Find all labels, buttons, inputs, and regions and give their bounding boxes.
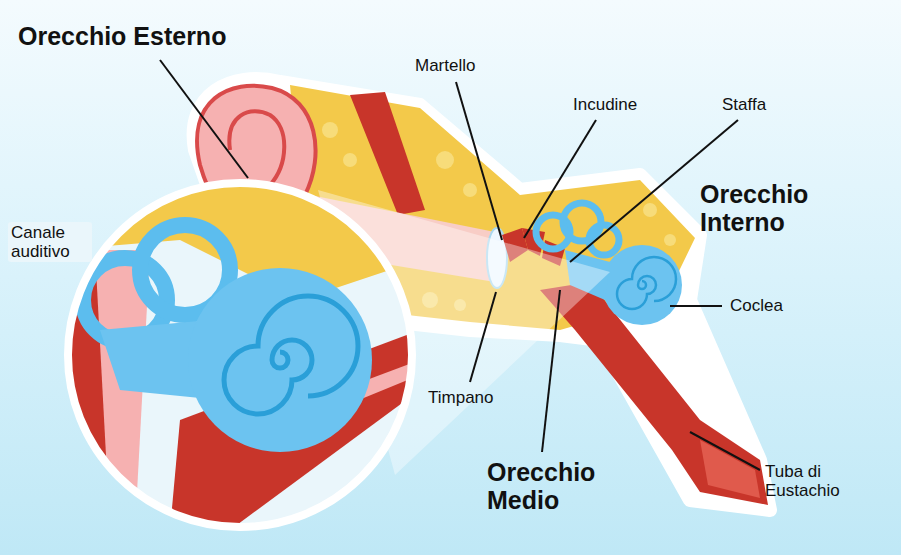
- part-label: Staffa: [722, 95, 766, 114]
- part-label: Canale auditivo: [8, 222, 92, 262]
- part-label: Coclea: [730, 296, 783, 315]
- part-label: Incudine: [573, 95, 637, 114]
- semicircular-canals: [536, 203, 619, 255]
- region-label: Orecchio Esterno: [18, 22, 226, 50]
- cochlea-spiral: [617, 257, 676, 309]
- part-label: Tuba di Eustachio: [765, 462, 890, 500]
- outer-ear-fold: [229, 111, 284, 185]
- muscle: [350, 92, 425, 215]
- lens-content: [60, 180, 420, 530]
- leader-lines: [160, 60, 760, 470]
- part-label: Martello: [415, 56, 475, 75]
- cochlea: [602, 245, 682, 325]
- region-label: Orecchio Medio: [487, 458, 637, 514]
- part-label: Timpano: [428, 388, 494, 407]
- tube-opening: [700, 440, 760, 498]
- region-label: Orecchio Interno: [700, 180, 870, 236]
- lens-border: [68, 183, 412, 527]
